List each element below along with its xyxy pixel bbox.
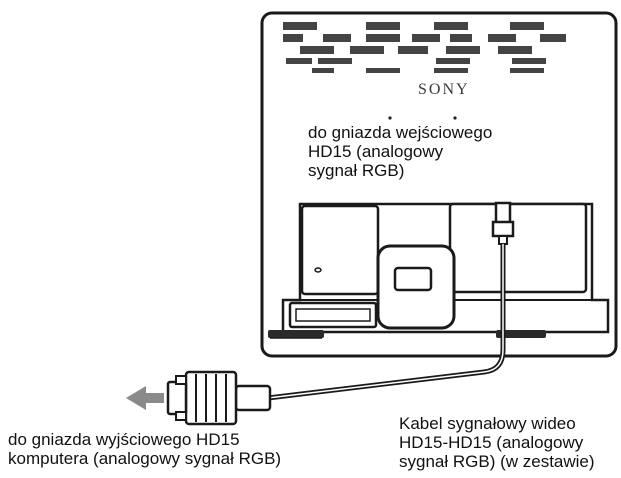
monitor-input-label: do gniazda wejściowego HD15 (analogowy s… xyxy=(308,123,492,180)
mount-dot xyxy=(453,116,457,120)
monitor-input-line-2: HD15 (analogowy xyxy=(308,142,444,161)
indicator-light xyxy=(314,267,322,273)
cable-label-line-3: sygnał RGB) (w zestawie) xyxy=(399,452,595,471)
foot-right xyxy=(496,330,546,338)
computer-output-line-1: do gniazda wyjściowego HD15 xyxy=(8,430,240,449)
monitor-input-line-3: sygnał RGB) xyxy=(308,161,405,180)
direction-arrow xyxy=(126,386,164,410)
stand-outline xyxy=(281,202,610,334)
cable-label-line-2: HD15-HD15 (analogowy xyxy=(399,433,584,452)
cable-label: Kabel sygnałowy wideo HD15-HD15 (analogo… xyxy=(399,414,595,471)
computer-output-line-2: komputera (analogowy sygnał RGB) xyxy=(8,449,282,468)
connector-bay xyxy=(448,202,588,294)
bottom-slot xyxy=(288,301,378,329)
monitor-input-line-1: do gniazda wejściowego xyxy=(308,123,493,142)
brand-logo: SONY xyxy=(418,81,470,98)
computer-output-label: do gniazda wyjściowego HD15 komputera (a… xyxy=(8,430,281,468)
monitor-back: SONY xyxy=(260,11,618,358)
computer-connector xyxy=(166,370,272,426)
vent-grille xyxy=(283,22,566,73)
cable-label-line-1: Kabel sygnałowy wideo xyxy=(399,414,576,433)
foot-left xyxy=(268,330,324,338)
left-panel xyxy=(300,204,380,296)
center-socket xyxy=(393,266,433,292)
mount-dot xyxy=(388,116,392,120)
